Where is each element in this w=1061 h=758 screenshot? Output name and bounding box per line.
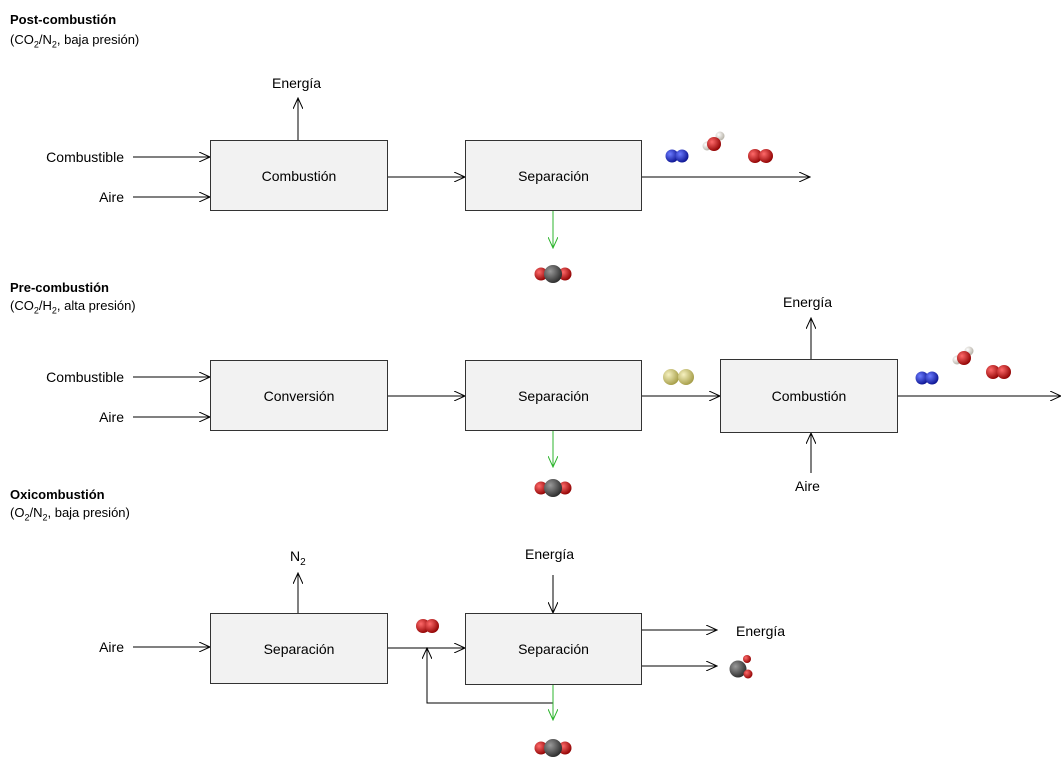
- h2o-molecule: [952, 346, 974, 365]
- pre-molecules: [534, 346, 1011, 497]
- co2-molecule: [534, 739, 572, 757]
- oxycombustion-title: Oxicombustión: [10, 487, 105, 502]
- o2-molecule: [986, 365, 1011, 379]
- post-arrows: [133, 98, 810, 248]
- oxy-output-n2: N2: [290, 548, 306, 568]
- h2o-molecule: [702, 131, 725, 151]
- oxy-output-energy: Energía: [736, 623, 786, 639]
- post-combustion-title: Post-combustión: [10, 12, 117, 27]
- pre-combustion-box: Combustión: [720, 359, 898, 433]
- pre-arrows: [133, 318, 1061, 473]
- oxy-input-air: Aire: [99, 639, 124, 655]
- pre-input-air-bottom: Aire: [795, 478, 820, 494]
- o2-molecule: [416, 619, 439, 633]
- post-combustion-box: Combustión: [210, 140, 388, 211]
- h2-molecule: [663, 369, 694, 385]
- pre-input-fuel: Combustible: [46, 369, 124, 385]
- ch-molecule: [729, 655, 753, 679]
- post-combustion-subtitle: (CO2/N2, baja presión): [10, 32, 140, 50]
- pre-combustion-title: Pre-combustión: [10, 280, 109, 295]
- pre-output-energy: Energía: [783, 294, 833, 310]
- pre-input-air: Aire: [99, 409, 124, 425]
- pre-combustion-subtitle: (CO2/H2, alta presión): [10, 298, 136, 316]
- oxy-separation-box-1: Separación: [210, 613, 388, 684]
- post-input-fuel: Combustible: [46, 149, 124, 165]
- co2-molecule: [534, 265, 572, 283]
- n2-molecule: [665, 149, 689, 163]
- oxy-input-energy: Energía: [525, 546, 575, 562]
- o2-molecule: [748, 149, 773, 163]
- post-input-air: Aire: [99, 189, 124, 205]
- post-output-energy: Energía: [272, 75, 322, 91]
- co2-molecule: [534, 479, 572, 497]
- n2-molecule: [915, 371, 939, 385]
- oxy-arrows: [133, 573, 717, 720]
- oxy-molecules: [416, 619, 753, 757]
- oxy-separation-box-2: Separación: [465, 613, 642, 685]
- pre-separation-box: Separación: [465, 360, 642, 431]
- post-separation-box: Separación: [465, 140, 642, 211]
- post-molecules: [534, 131, 773, 283]
- oxycombustion-subtitle: (O2/N2, baja presión): [10, 505, 130, 523]
- pre-conversion-box: Conversión: [210, 360, 388, 431]
